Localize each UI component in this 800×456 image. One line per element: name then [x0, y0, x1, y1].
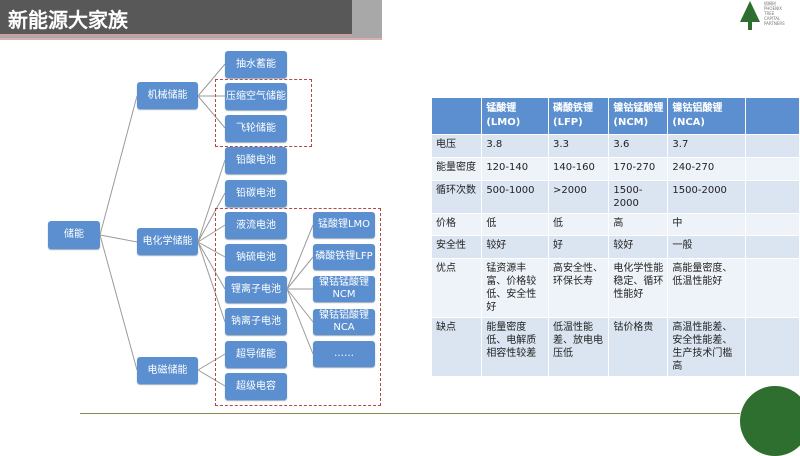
tree-root: 储能	[48, 221, 100, 249]
header-cell: 镍钴铝酸锂 (NCA)	[667, 98, 747, 135]
table-row: 优点锰资源丰富、价格较低、安全性好高安全性、环保长寿电化学性能稳定、循环性能好高…	[432, 258, 800, 318]
table-row: 缺点能量密度低、电解质相容性较差低温性能差、放电电压低钴价格贵高温性能差、安全性…	[432, 317, 800, 376]
title-bar: 新能源大家族	[0, 0, 352, 36]
table-cell: 较好	[608, 235, 669, 259]
tree-leaf: 镍钴铝酸锂NCA	[313, 309, 375, 335]
table-cell: 3.3	[548, 134, 610, 158]
tree-logo-icon	[740, 1, 760, 30]
table-cell: 3.6	[608, 134, 669, 158]
table-cell: 高	[608, 213, 669, 236]
tree-node: 超级电容	[225, 373, 287, 400]
battery-comparison-table: 锰酸锂 (LMO) 磷酸铁锂 (LFP) 镍钴锰酸锂 (NCM) 镍钴铝酸锂 (…	[432, 98, 800, 376]
tree-node: 压缩空气储能	[225, 83, 287, 110]
header-cell	[745, 98, 800, 135]
table-cell	[745, 258, 800, 318]
tree-leaf: ……	[313, 341, 375, 367]
table-cell: 高能量密度、低温性能好	[667, 258, 747, 318]
table-cell: 240-270	[667, 157, 747, 181]
table-cell: 低温性能差、放电电压低	[548, 317, 610, 376]
table-row: 安全性较好好较好一般	[432, 235, 800, 259]
table-cell: 一般	[667, 235, 747, 259]
tree-node: 抽水蓄能	[225, 51, 287, 78]
highlight-mechanical	[215, 79, 312, 147]
table-cell: 120-140	[481, 157, 550, 181]
table-cell: 140-160	[548, 157, 610, 181]
table-cell: >2000	[548, 180, 610, 214]
table-cell	[745, 180, 800, 214]
table-cell	[745, 157, 800, 181]
corner-decoration	[740, 386, 800, 456]
table-cell: 优点	[432, 258, 483, 318]
header-cell: 镍钴锰酸锂 (NCM)	[608, 98, 669, 135]
tree-node: 铅酸电池	[225, 147, 287, 174]
table-cell: 中	[667, 213, 747, 236]
table-cell	[745, 213, 800, 236]
table-header-row: 锰酸锂 (LMO) 磷酸铁锂 (LFP) 镍钴锰酸锂 (NCM) 镍钴铝酸锂 (…	[432, 98, 800, 135]
tree-leaf: 锰酸锂LMO	[313, 212, 375, 238]
table-cell: 低	[548, 213, 610, 236]
header-cell	[432, 98, 483, 135]
page-title: 新能源大家族	[8, 8, 128, 32]
table-cell: 1500-2000	[667, 180, 747, 214]
table-cell: 缺点	[432, 317, 483, 376]
header-cell: 磷酸铁锂 (LFP)	[548, 98, 610, 135]
table-cell: 500-1000	[481, 180, 550, 214]
table-cell: 锰资源丰富、价格较低、安全性好	[481, 258, 550, 318]
table-cell: 能量密度	[432, 157, 483, 181]
tree-node: 超导储能	[225, 341, 287, 368]
highlight-electrochemical	[215, 208, 381, 406]
footer-line	[80, 413, 740, 414]
table-cell: 循环次数	[432, 180, 483, 214]
table-cell	[745, 317, 800, 376]
table-cell: 低	[481, 213, 550, 236]
tree-node: 钠离子电池	[225, 308, 287, 335]
table-cell: 电压	[432, 134, 483, 158]
tree-node: 液流电池	[225, 212, 287, 239]
tree-leaf: 镍钴锰酸锂NCM	[313, 276, 375, 302]
tree-node-mechanical: 机械储能	[137, 82, 198, 109]
table-row: 价格低低高中	[432, 213, 800, 236]
table-cell: 安全性	[432, 235, 483, 259]
tree-leaf: 磷酸铁锂LFP	[313, 244, 375, 270]
tree-node: 钠硫电池	[225, 244, 287, 271]
table-cell: 钴价格贵	[608, 317, 669, 376]
table-cell	[745, 134, 800, 158]
header-cell: 锰酸锂 (LMO)	[481, 98, 550, 135]
table-cell: 3.7	[667, 134, 747, 158]
table-cell: 好	[548, 235, 610, 259]
table-cell: 1500-2000	[608, 180, 669, 214]
table-cell: 3.8	[481, 134, 550, 158]
tree-node: 飞轮储能	[225, 115, 287, 142]
table-cell	[745, 235, 800, 259]
table-cell: 价格	[432, 213, 483, 236]
table-cell: 能量密度低、电解质相容性较差	[481, 317, 550, 376]
tree-node: 锂离子电池	[225, 276, 287, 303]
tree-connectors	[99, 63, 314, 387]
table-cell: 较好	[481, 235, 550, 259]
table-cell: 高温性能差、安全性能差、生产技术门槛高	[667, 317, 747, 376]
table-cell: 170-270	[608, 157, 669, 181]
tree-node-electromagnetic: 电磁储能	[137, 357, 198, 384]
tree-node: 铅碳电池	[225, 180, 287, 207]
table-cell: 电化学性能稳定、循环性能好	[608, 258, 669, 318]
table-cell: 高安全性、环保长寿	[548, 258, 610, 318]
tree-node-electrochemical: 电化学储能	[137, 228, 198, 255]
